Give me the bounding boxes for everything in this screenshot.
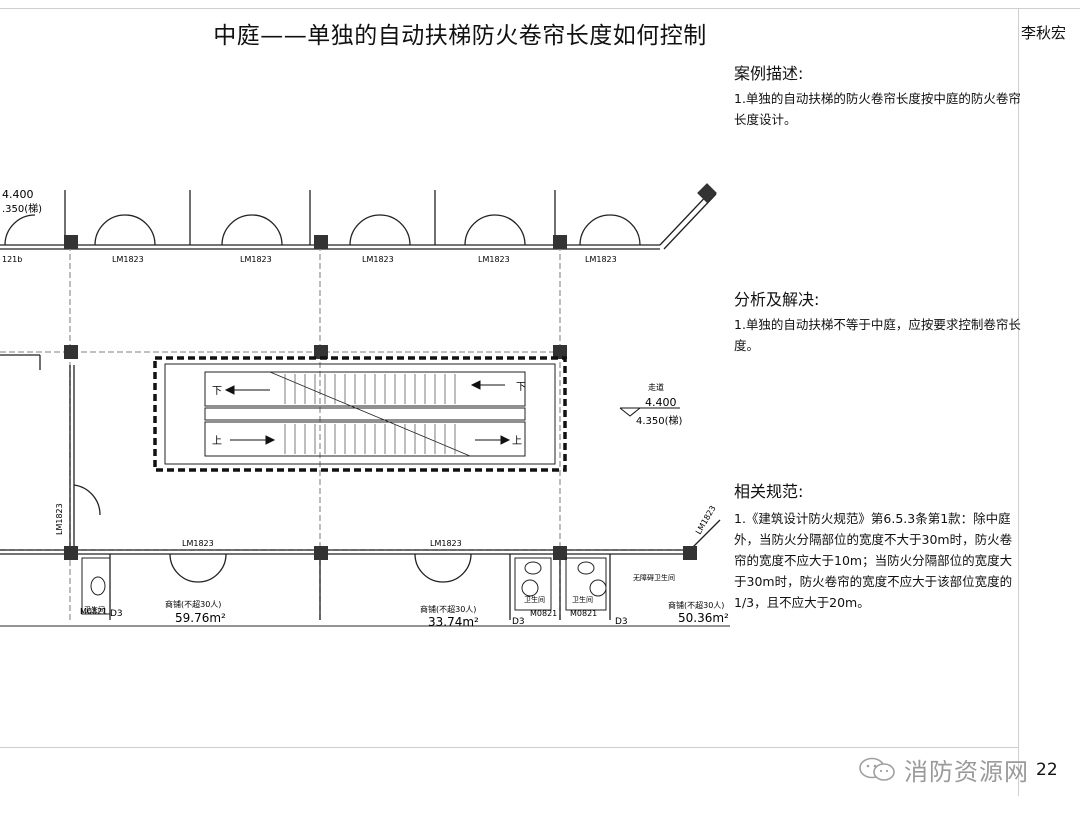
escalator-up-label-left: 上 — [212, 435, 222, 447]
watermark: 消防资源网 — [858, 752, 1029, 787]
elevation-top-left-sub: .350(梯) — [2, 202, 42, 215]
case-description-heading: 案例描述: — [734, 64, 804, 83]
room-area-3: 50.36m² — [678, 611, 729, 625]
door-code-top-5: LM1823 — [585, 255, 617, 264]
toilet-label-3: 卫生间 — [572, 595, 593, 604]
door-code-diagonal: LM1823 — [694, 504, 718, 536]
room-label-3: 商铺(不超30人) — [668, 600, 724, 610]
d3-label-3: D3 — [615, 617, 628, 627]
case-description-text: 1.单独的自动扶梯的防火卷帘长度按中庭的防火卷帘长度设计。 — [734, 91, 1021, 127]
elevation-main: 4.400 — [645, 396, 677, 409]
d3-label-1: D3 — [110, 609, 123, 619]
frame-bottom-line — [0, 747, 1018, 748]
code-reference-heading: 相关规范: — [734, 482, 804, 501]
toilet-label-2: 卫生间 — [524, 595, 545, 604]
d3-label-2: D3 — [512, 617, 525, 627]
elevation-top-left: 4.400 — [2, 188, 34, 201]
watermark-text: 消防资源网 — [904, 758, 1029, 786]
author-name: 李秋宏 — [1021, 24, 1067, 42]
escalator-floor-plan: 下 下 上 上 4.400 .350(梯) 走道 4.400 4.350(梯) … — [0, 183, 730, 628]
door-code-bottom-2: LM1823 — [430, 539, 462, 548]
door-small-1: M0821 — [80, 607, 107, 616]
analysis-heading: 分析及解决: — [734, 290, 820, 309]
door-code-vertical: LM1823 — [55, 503, 64, 535]
page-number: 22 — [1036, 760, 1058, 780]
frame-top-line — [0, 8, 1080, 9]
door-code-left: 121b — [2, 255, 22, 264]
door-code-top-1: LM1823 — [112, 255, 144, 264]
slide-title: 中庭——单独的自动扶梯防火卷帘长度如何控制 — [213, 23, 707, 49]
door-small-2: M0821 — [530, 609, 557, 618]
room-area-2: 33.74m² — [428, 615, 479, 628]
wechat-icon — [859, 757, 895, 781]
room-area-1: 59.76m² — [175, 611, 226, 625]
door-code-bottom-1: LM1823 — [182, 539, 214, 548]
room-label-2: 商铺(不超30人) — [420, 604, 476, 614]
analysis-text: 1.单独的自动扶梯不等于中庭，应按要求控制卷帘长度。 — [734, 317, 1021, 353]
code-reference-text: 1.《建筑设计防火规范》第6.5.3条第1款：除中庭外，当防火分隔部位的宽度不大… — [734, 511, 1013, 610]
escalator-up-label-right: 上 — [512, 435, 522, 447]
room-label-1: 商铺(不超30人) — [165, 599, 221, 609]
frame-right-line — [1018, 8, 1019, 796]
equipment-label: 无障碍卫生间 — [633, 573, 675, 582]
toilet-label-1: 卫生间 — [84, 605, 105, 614]
door-code-top-4: LM1823 — [478, 255, 510, 264]
door-code-top-2: LM1823 — [240, 255, 272, 264]
escalator-down-label-left: 下 — [212, 386, 222, 397]
door-small-3: M0821 — [570, 609, 597, 618]
escalator-down-label-right: 下 — [516, 382, 526, 393]
door-code-top-3: LM1823 — [362, 255, 394, 264]
walkway-label: 走道 — [648, 382, 664, 392]
elevation-main-sub: 4.350(梯) — [636, 414, 683, 427]
